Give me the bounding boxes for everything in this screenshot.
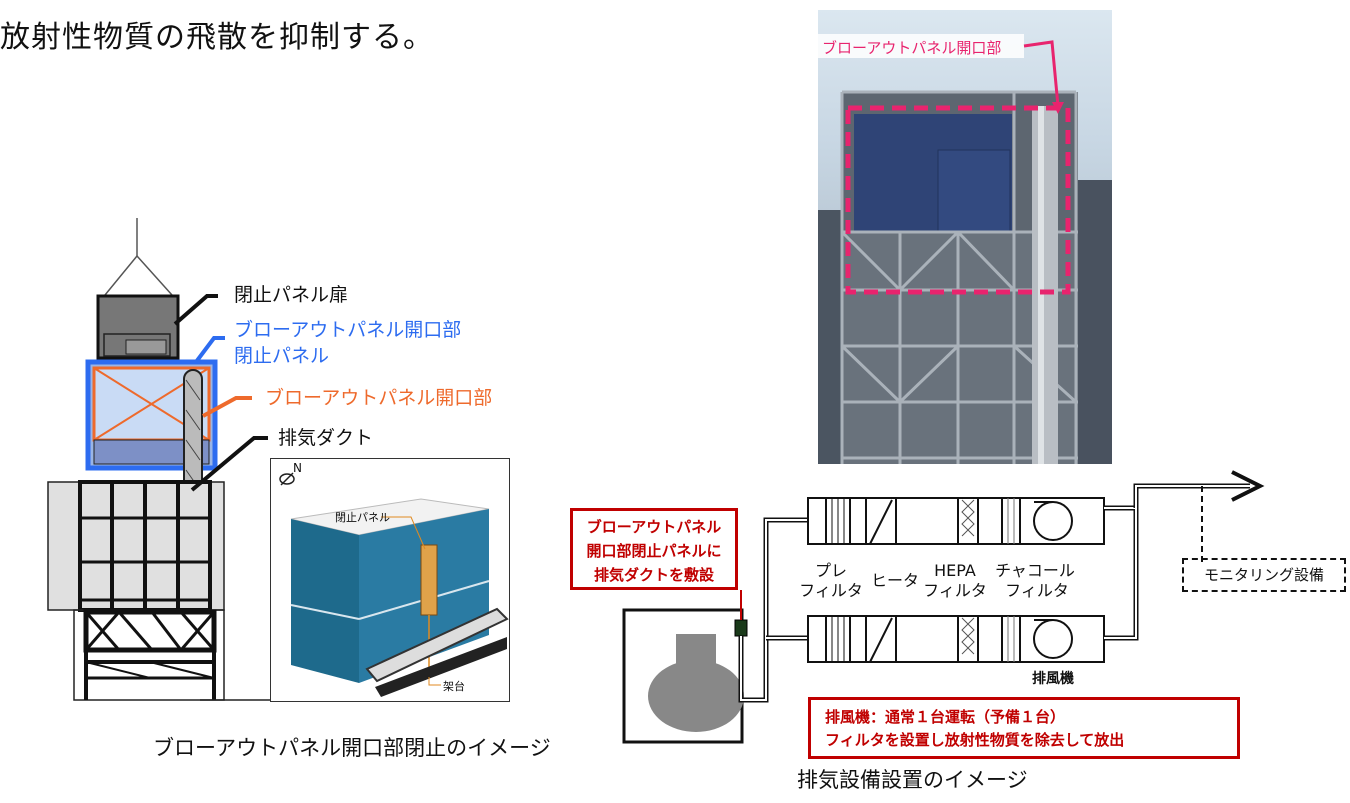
charcoal-label-1: チャコール (995, 561, 1075, 580)
fan-note-line2: フィルタを設置し放射性物質を除去して放出 (825, 731, 1125, 749)
monitoring-label: モニタリング設備 (1203, 566, 1324, 584)
charcoal-label-2: フィルタ (1005, 581, 1069, 600)
hepa-label-1: HEPA (934, 561, 976, 580)
fan-note-line1: 排風機：通常１台運転（予備１台） (825, 708, 1066, 726)
site-photo: ブローアウトパネル開口部 (818, 10, 1112, 464)
fan-label: 排風機 (1032, 671, 1074, 687)
opening-label: ブローアウトパネル開口部 (265, 387, 493, 409)
duct-note-line3: 排気ダクトを敷設 (593, 566, 714, 584)
pre-filter-label-1: プレ (814, 561, 847, 580)
pre-filter-label-2: フィルタ (799, 581, 863, 600)
duct-note-line2: 開口部閉止パネルに (586, 542, 722, 560)
inset-stand-label: 架台 (443, 680, 465, 693)
exhaust-flow-diagram (622, 470, 1265, 744)
fan-note-box: 排風機：通常１台運転（予備１台） フィルタを設置し放射性物質を除去して放出 (808, 697, 1240, 759)
monitoring-box: モニタリング設備 (1182, 558, 1346, 592)
inset-3d-view: N 閉止パネル 架台 (270, 458, 510, 702)
page-heading: 放射性物質の飛散を抑制する。 (0, 20, 434, 55)
inset-panel-label: 閉止パネル (335, 511, 390, 524)
heater-label: ヒータ (870, 571, 919, 590)
building-elevation-diagram (47, 218, 270, 701)
closing-panel-label-line2: 閉止パネル (234, 345, 330, 367)
hepa-label-2: フィルタ (923, 581, 987, 600)
duct-label: 排気ダクト (278, 427, 374, 449)
door-label: 閉止パネル扉 (234, 284, 349, 306)
photo-opening-label: ブローアウトパネル開口部 (822, 39, 1002, 57)
right-caption: 排気設備設置のイメージ (797, 768, 1028, 792)
duct-note-box: ブローアウトパネル 開口部閉止パネルに 排気ダクトを敷設 (570, 508, 738, 590)
duct-note-line1: ブローアウトパネル (586, 518, 722, 536)
closing-panel-label-line1: ブローアウトパネル開口部 (234, 319, 462, 341)
left-caption: ブローアウトパネル開口部閉止のイメージ (153, 736, 551, 760)
north-mark: N (293, 461, 302, 475)
